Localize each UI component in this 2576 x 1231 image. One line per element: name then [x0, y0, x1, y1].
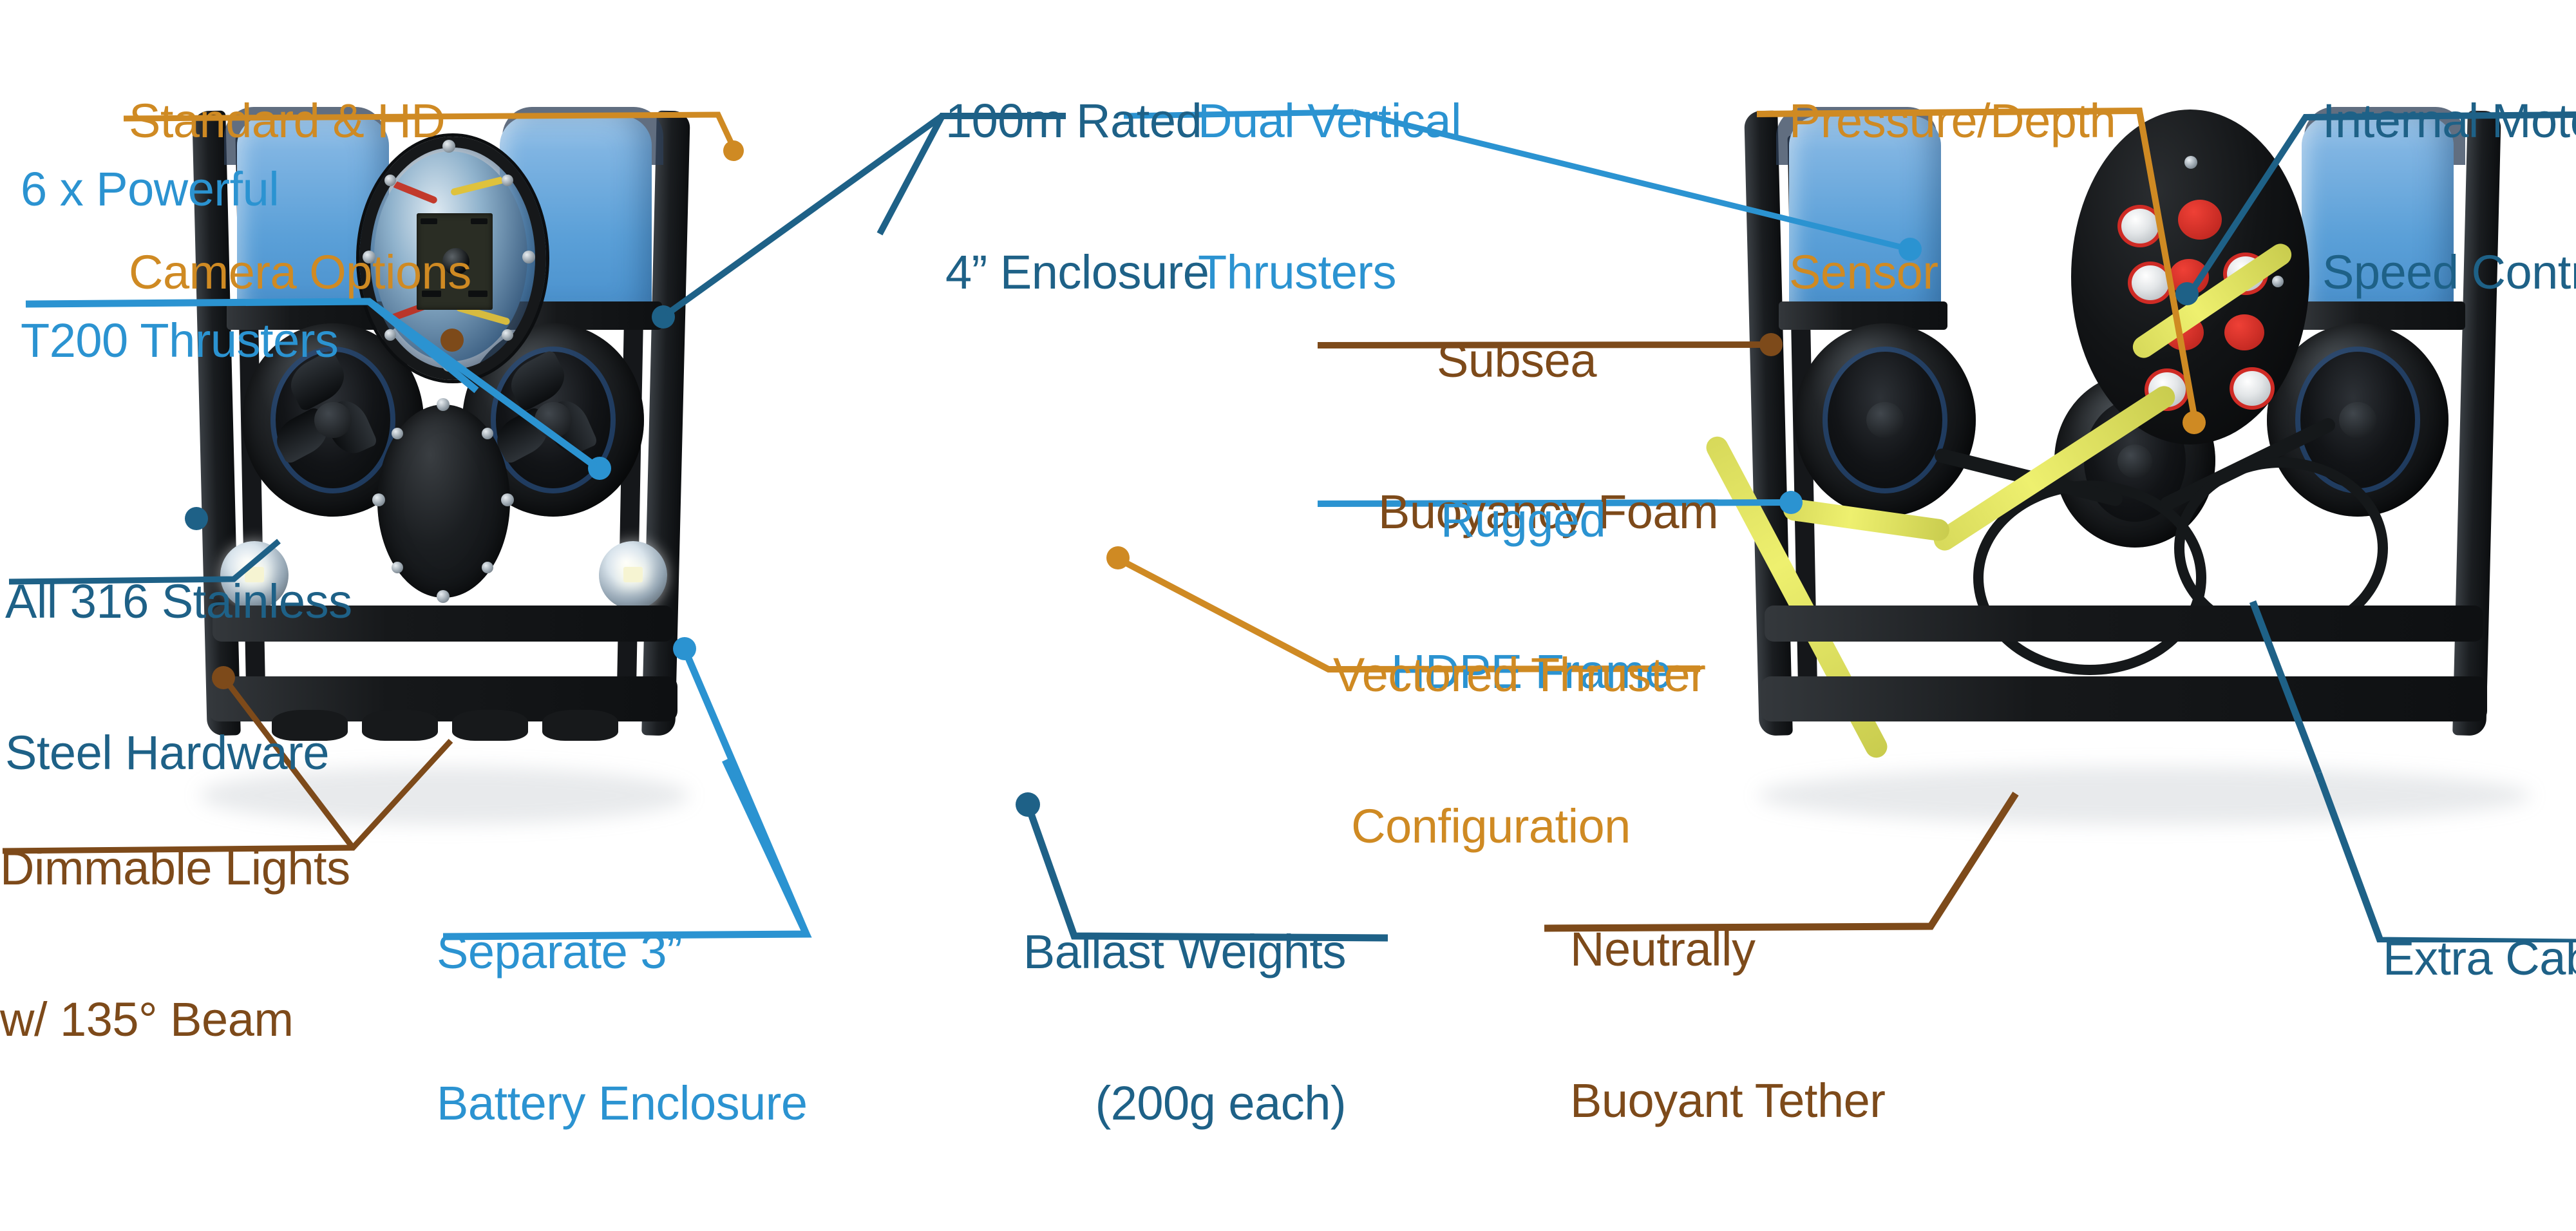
callout-line: Dual Vertical: [1198, 93, 1461, 148]
dome-screw: [384, 175, 396, 186]
thruster-hub: [2117, 444, 2152, 478]
leader-dot-vectored-thruster: [1106, 546, 1130, 569]
ballast-weight: [362, 710, 438, 741]
frame-skid-rail: [1761, 676, 2487, 721]
battery-enclosure: [372, 398, 514, 603]
callout-line: HDPE Frame: [1391, 645, 1671, 699]
callout-extra-cable: Extra Cable: [2383, 832, 2576, 1085]
callout-line: Thrusters: [1198, 245, 1397, 300]
frame-cross-rail-upper-right: [2297, 301, 2465, 330]
callout-line: Ballast Weights: [1023, 924, 1347, 978]
battery-screw: [437, 590, 450, 603]
callout-line: Configuration: [1351, 799, 1631, 854]
callout-line: Speed Controllers: [2322, 245, 2576, 300]
dome-screw: [442, 359, 455, 372]
led-emitter: [623, 567, 643, 582]
battery-screw: [392, 428, 403, 439]
callout-line: (200g each): [1095, 1076, 1347, 1131]
callout-line: Rugged: [1440, 493, 1606, 547]
callout-motor-speed-controllers: Internal Motor Speed Controllers: [2322, 0, 2576, 399]
pcb-chip: [471, 218, 488, 224]
endcap-screw: [2272, 276, 2284, 287]
endcap-screw: [2184, 156, 2197, 169]
battery-screw: [482, 562, 493, 573]
internal-wire-yellow: [450, 175, 507, 196]
callout-neutrally-buoyant-tether: Neutrally Buoyant Tether: [1570, 823, 1886, 1228]
dimmable-light-right: [599, 541, 667, 609]
callout-line: Dimmable Lights: [0, 841, 350, 895]
callout-line: T200 Thrusters: [21, 314, 339, 368]
callout-line: Battery Enclosure: [437, 1076, 808, 1131]
pcb-chip: [421, 218, 437, 224]
callout-rugged-hdpe-frame: Rugged HDPE Frame: [1391, 394, 1671, 799]
ballast-weight: [452, 710, 528, 741]
thruster-hub: [2339, 402, 2376, 438]
battery-screw: [437, 398, 450, 411]
frame-bottom-rail: [213, 606, 674, 642]
frame-rail-left: [1744, 110, 1793, 736]
callout-line: Extra Cable: [2383, 931, 2576, 985]
callout-line: Separate 3”: [437, 924, 683, 978]
penetrator-plug: [2169, 259, 2209, 295]
callout-pressure-depth-sensor: Pressure/Depth Sensor: [1789, 0, 2116, 399]
cable-gland: [2230, 367, 2275, 410]
thruster-hub: [535, 402, 572, 438]
callout-dimmable-lights: Dimmable Lights w/ 135° Beam: [0, 742, 350, 1147]
callout-line: Buoyant Tether: [1570, 1074, 1886, 1128]
cable-gland: [2117, 205, 2163, 247]
callout-line: Vectored Thruster: [1333, 647, 1706, 701]
floor-shadow: [1758, 767, 2531, 825]
callout-line: Buoyancy Foam: [1378, 485, 1719, 539]
callout-line: Camera Options: [129, 245, 471, 300]
battery-screw: [372, 493, 385, 506]
cable-gland: [2128, 262, 2173, 304]
leader-enclosure-b: [665, 113, 944, 318]
ballast-weight: [542, 710, 618, 741]
callout-subsea-buoyancy-foam: Subsea Buoyancy Foam: [1378, 234, 1719, 639]
callout-dual-vertical-thrusters: Dual Vertical Thrusters: [1198, 0, 1461, 399]
penetrator-plug: [2178, 200, 2222, 240]
pcb-chip: [468, 291, 488, 297]
camera-lens: [442, 248, 469, 275]
dome-screw: [502, 175, 513, 186]
callout-line: 6 x Powerful: [21, 162, 279, 216]
callout-line: Neutrally: [1570, 922, 1756, 976]
callout-line: 100m Rated: [945, 93, 1202, 148]
leader-dot-camera-options: [723, 140, 744, 161]
callout-line: Standard & HD: [129, 93, 446, 148]
dome-screw: [522, 251, 535, 263]
callout-ballast-weights: Ballast Weights (200g each): [1018, 826, 1347, 1230]
leader-dot-ballast-weights: [1016, 792, 1040, 817]
frame-bottom-rail: [1765, 606, 2483, 642]
battery-screw: [482, 428, 493, 439]
callout-vectored-thruster-config: Vectored Thruster Configuration: [1333, 549, 1706, 953]
callout-stainless-hardware: All 316 Stainless Steel Hardware: [5, 475, 352, 880]
callout-line: 4” Enclosure: [945, 245, 1209, 300]
battery-screw: [392, 562, 403, 573]
thruster-hub: [1866, 402, 1904, 438]
electronics-end-cap: [2071, 110, 2309, 444]
callout-line: Subsea: [1437, 333, 1596, 387]
callout-t200-thrusters: 6 x Powerful T200 Thrusters: [21, 63, 339, 468]
callout-line: Sensor: [1789, 245, 1938, 300]
dome-screw: [363, 251, 375, 263]
thruster-hub: [314, 402, 352, 438]
callout-line: w/ 135° Beam: [0, 993, 294, 1047]
callout-enclosure-100m: 100m Rated 4” Enclosure: [945, 0, 1209, 399]
callout-separate-battery-enclosure: Separate 3” Battery Enclosure: [437, 826, 808, 1230]
callout-line: Pressure/Depth: [1789, 93, 2116, 148]
pcb-chip: [422, 291, 441, 297]
penetrator-plug: [2224, 314, 2264, 350]
callout-camera-options: Standard & HD Camera Options: [129, 0, 471, 399]
callout-line: All 316 Stainless: [5, 574, 352, 628]
dome-screw: [502, 329, 513, 341]
callout-line: Internal Motor: [2322, 93, 2576, 148]
battery-screw: [501, 493, 514, 506]
callout-line: Steel Hardware: [5, 726, 330, 780]
diagram-canvas: Standard & HD Camera Options 6 x Powerfu…: [0, 0, 2576, 1129]
